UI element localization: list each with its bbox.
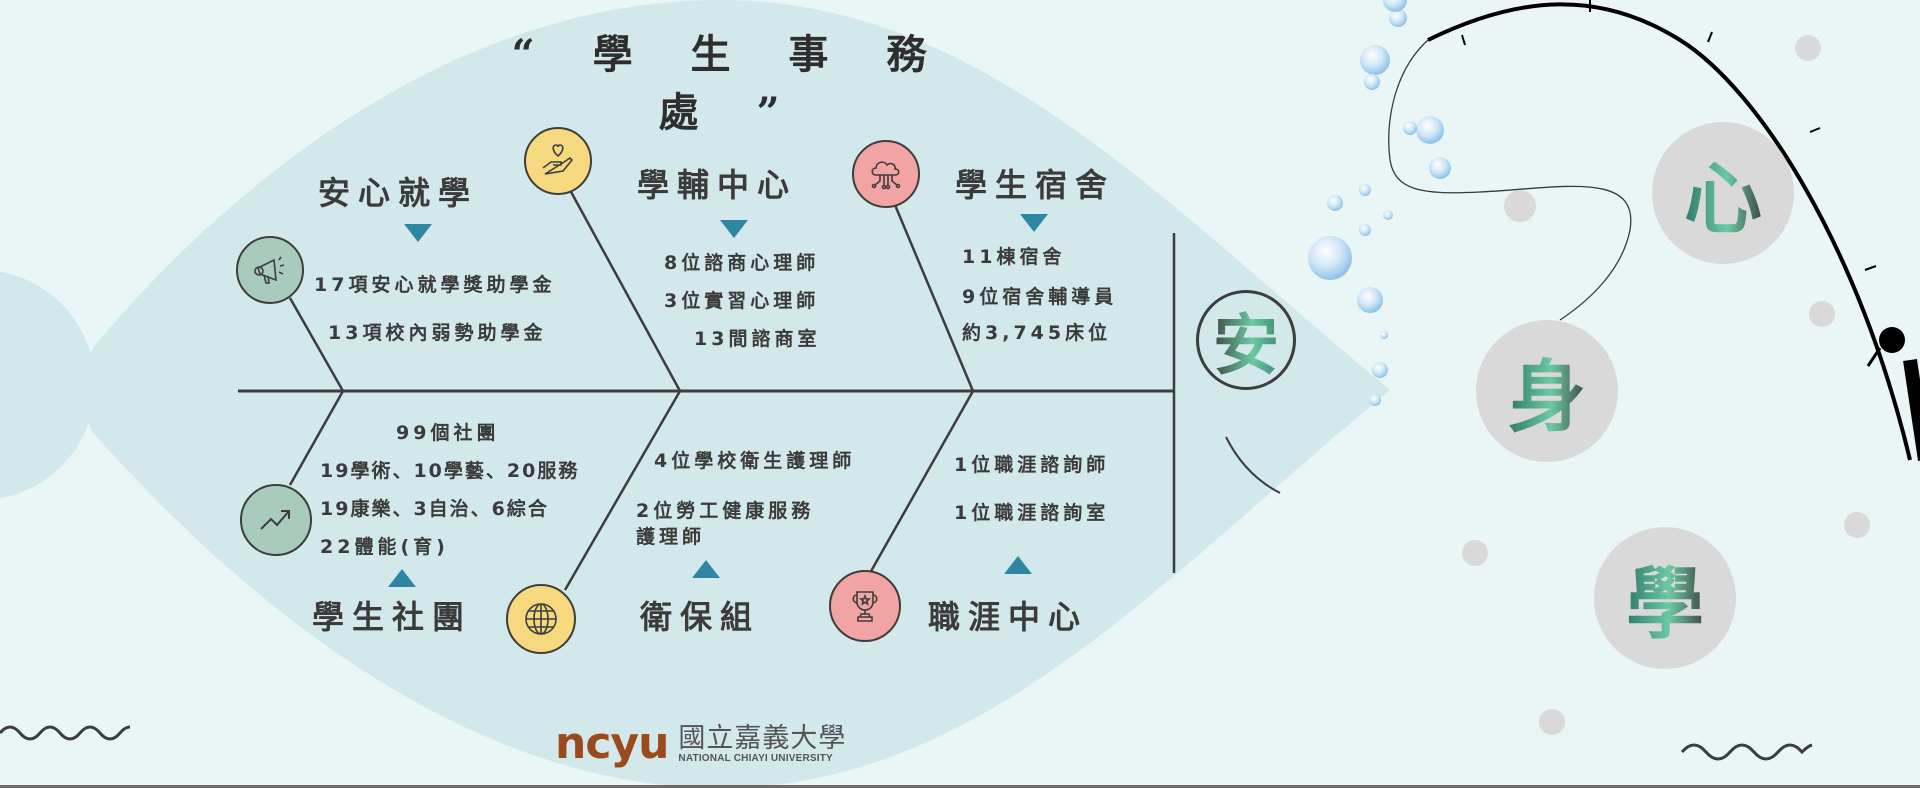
branch-item: 19康樂、3自治、6綜合	[320, 498, 549, 520]
head-char-text: 安	[1213, 292, 1279, 388]
logo-name-en: NATIONAL CHIAYI UNIVERSITY	[678, 752, 833, 764]
branch-heading: 學輔中心	[637, 166, 798, 204]
globe-icon	[506, 584, 576, 654]
triangle-up-icon	[692, 560, 720, 578]
bubbles	[1308, 0, 1451, 406]
logo-text: 國立嘉義大學 NATIONAL CHIAYI UNIVERSITY	[678, 722, 847, 764]
trophy-icon	[829, 570, 901, 642]
logo-name-cn: 國立嘉義大學	[678, 722, 847, 754]
ncyu-logo: ncyu 國立嘉義大學 NATIONAL CHIAYI UNIVERSITY	[555, 722, 846, 766]
squiggle-right	[1680, 743, 1813, 761]
branch-item: 22體能(育)	[320, 536, 449, 558]
branch-heading: 學生社團	[312, 598, 473, 636]
squiggle-left	[0, 725, 131, 741]
side-char-xue: 學	[1594, 527, 1736, 669]
trend-up-icon	[240, 484, 312, 556]
branch-item: 1位職涯諮詢師	[954, 454, 1110, 476]
branch-item: 8位諮商心理師	[664, 252, 820, 274]
page-title: “ 學 生 事 務 處 ”	[511, 31, 949, 136]
branch-item: 3位實習心理師	[664, 290, 820, 312]
triangle-up-icon	[1004, 556, 1032, 574]
branch-item: 2位勞工健康服務	[636, 500, 815, 522]
branch-heading: 衛保組	[640, 598, 761, 636]
fish-head-char: 安	[1196, 290, 1296, 390]
branch-item: 13間諮商室	[694, 328, 821, 350]
branch-item: 9位宿舍輔導員	[962, 286, 1118, 308]
triangle-down-icon	[720, 220, 748, 238]
triangle-down-icon	[1020, 214, 1048, 232]
triangle-down-icon	[404, 224, 432, 242]
fish-mouth	[1225, 436, 1281, 494]
branch-item: 護理師	[636, 526, 706, 548]
fishing-line	[1388, 39, 1632, 321]
cloud-network-icon	[852, 140, 920, 208]
fish-tail	[0, 271, 95, 499]
heart-hand-icon	[524, 127, 592, 195]
bottom-border	[0, 785, 1920, 788]
branch-item: 11棟宿舍	[962, 246, 1066, 268]
branch-item: 1位職涯諮詢室	[954, 502, 1110, 524]
branch-item: 19學術、10學藝、20服務	[320, 460, 580, 482]
branch-item: 13項校內弱勢助學金	[328, 322, 547, 344]
triangle-up-icon	[388, 569, 416, 587]
branch-item: 99個社團	[396, 422, 500, 444]
logo-mark: ncyu	[555, 718, 669, 769]
side-char-xin: 心	[1652, 122, 1794, 264]
branch-item: 約3,745床位	[962, 322, 1112, 344]
fish-body	[83, 0, 1390, 788]
branch-heading: 安心就學	[318, 174, 479, 212]
branch-heading: 學生宿舍	[955, 166, 1116, 204]
decorative-dots	[1462, 35, 1870, 735]
side-char-shen: 身	[1476, 320, 1618, 462]
fishing-rod	[1427, 2, 1912, 461]
megaphone-icon	[236, 236, 304, 304]
branch-item: 4位學校衛生護理師	[654, 450, 856, 472]
branch-heading: 職涯中心	[928, 598, 1089, 636]
branch-item: 17項安心就學獎助學金	[314, 274, 556, 296]
